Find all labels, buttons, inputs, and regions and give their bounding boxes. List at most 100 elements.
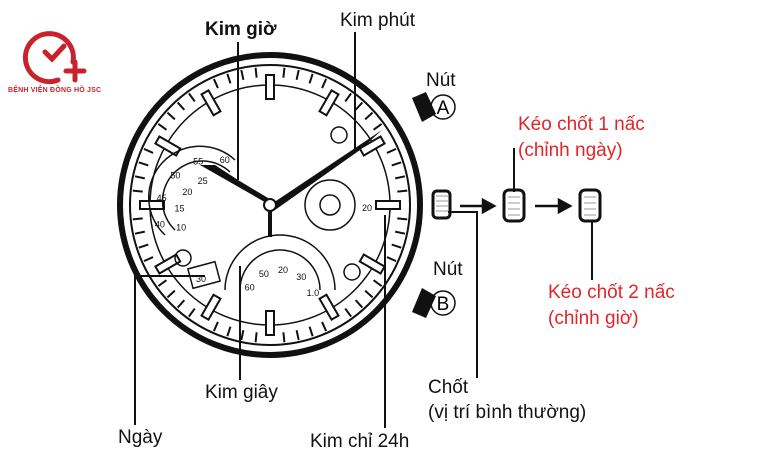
crown-pull-1-icon bbox=[502, 188, 526, 223]
minute-hand-icon bbox=[270, 130, 382, 210]
dial-tick bbox=[358, 135, 386, 157]
crown-normal-icon bbox=[431, 189, 452, 220]
dial-number: 30 bbox=[296, 272, 306, 282]
dial-tick bbox=[134, 230, 146, 235]
dial-tick bbox=[166, 289, 176, 299]
dial-tick bbox=[397, 217, 408, 221]
dial-number: 20 bbox=[182, 187, 192, 197]
dial-tick bbox=[321, 321, 328, 332]
label-pull-2-line2: (chỉnh giờ) bbox=[548, 308, 639, 329]
dial-tick bbox=[143, 256, 154, 263]
dial-ticks bbox=[132, 67, 408, 343]
date-window-text: 30 bbox=[196, 274, 206, 284]
dial-number: 20 bbox=[278, 265, 288, 275]
dial-tick bbox=[188, 92, 196, 103]
dial-tick bbox=[212, 321, 219, 332]
leader-lines bbox=[134, 32, 593, 428]
dial-tick bbox=[166, 111, 176, 121]
dial-tick bbox=[254, 67, 258, 78]
dial-number: 60 bbox=[220, 155, 230, 165]
dial-tick bbox=[344, 92, 352, 103]
label-hour-hand: Kim giờ bbox=[205, 19, 277, 40]
dial-tick bbox=[143, 147, 154, 154]
hour-hand-icon bbox=[200, 165, 270, 205]
dial-tick bbox=[358, 253, 386, 275]
dial-tick bbox=[391, 161, 402, 167]
button-a-letter: A bbox=[437, 98, 450, 119]
logo-icon bbox=[22, 31, 87, 85]
dial-tick bbox=[200, 293, 222, 321]
label-pull-1-line1: Kéo chốt 1 nấc bbox=[518, 114, 645, 135]
dial-number: 25 bbox=[198, 176, 208, 186]
dial-tick bbox=[157, 279, 168, 287]
dial-tick bbox=[154, 253, 182, 275]
dial-tick bbox=[226, 326, 232, 337]
dial-tick bbox=[139, 200, 165, 210]
dial-tick bbox=[240, 69, 245, 81]
dial-tick bbox=[308, 326, 314, 337]
crown-pull-2-icon bbox=[578, 188, 602, 223]
label-button-b: Nút bbox=[433, 259, 463, 280]
label-crown-position: (vị trí bình thường) bbox=[428, 402, 587, 423]
dial-tick bbox=[157, 123, 168, 131]
dial-tick bbox=[154, 135, 182, 157]
dial-tick bbox=[282, 67, 286, 78]
dial-tick bbox=[386, 147, 397, 154]
dial-tick bbox=[134, 175, 146, 180]
dial-number: 50 bbox=[259, 269, 269, 279]
dial-tick bbox=[295, 69, 300, 81]
dial-tick bbox=[226, 73, 232, 84]
button-a-icon bbox=[412, 92, 436, 122]
label-minute-hand: Kim phút bbox=[340, 10, 415, 31]
label-crown: Chốt bbox=[428, 377, 469, 398]
dial-tick bbox=[372, 123, 383, 131]
dial-tick bbox=[138, 161, 149, 167]
dial-tick bbox=[254, 332, 258, 343]
dial-number: 45 bbox=[157, 193, 167, 203]
arrow-icon bbox=[460, 197, 573, 215]
dial-tick bbox=[394, 175, 406, 180]
dial-number: 1.0 bbox=[307, 288, 320, 298]
dial-tick bbox=[394, 230, 406, 235]
dial-number: 15 bbox=[175, 204, 185, 214]
dial-tick bbox=[132, 189, 143, 193]
label-second-hand: Kim giây bbox=[205, 382, 278, 403]
dial-tick bbox=[354, 299, 364, 309]
label-pull-2-line1: Kéo chốt 2 nấc bbox=[548, 282, 675, 303]
dial-number: 50 bbox=[170, 170, 180, 180]
dial-number: 60 bbox=[245, 283, 255, 293]
dial-tick bbox=[386, 256, 397, 263]
label-button-a: Nút bbox=[426, 70, 456, 91]
dial-tick bbox=[265, 74, 275, 100]
dial-tick bbox=[308, 73, 314, 84]
label-pull-1-line2: (chỉnh ngày) bbox=[518, 140, 623, 161]
label-date: Ngày bbox=[118, 427, 163, 448]
dial-tick bbox=[240, 329, 245, 341]
dial-tick bbox=[364, 111, 374, 121]
dial-tick bbox=[354, 101, 364, 111]
dial-tick bbox=[176, 299, 186, 309]
dial-tick bbox=[200, 89, 222, 117]
dial-tick bbox=[265, 310, 275, 336]
dial-tick bbox=[132, 217, 143, 221]
dial-tick bbox=[282, 332, 286, 343]
dial-tick bbox=[212, 78, 219, 89]
subdial-right-text: 20 bbox=[362, 203, 372, 213]
dial-tick bbox=[188, 307, 196, 318]
dial-tick bbox=[375, 200, 401, 210]
dial-tick bbox=[344, 307, 352, 318]
subdial-bottom-numbers: 60 50 20 301.0 bbox=[245, 265, 319, 298]
button-b-icon bbox=[412, 288, 436, 318]
label-24h-hand: Kim chỉ 24h bbox=[310, 431, 410, 452]
dial-tick bbox=[391, 243, 402, 249]
second-hand-icon bbox=[268, 205, 272, 237]
dial-number: 10 bbox=[176, 222, 186, 232]
dial-tick bbox=[176, 101, 186, 111]
dial-number: 55 bbox=[193, 157, 203, 167]
dial-tick bbox=[397, 189, 408, 193]
button-b-letter: B bbox=[437, 294, 450, 315]
dial-tick bbox=[295, 329, 300, 341]
